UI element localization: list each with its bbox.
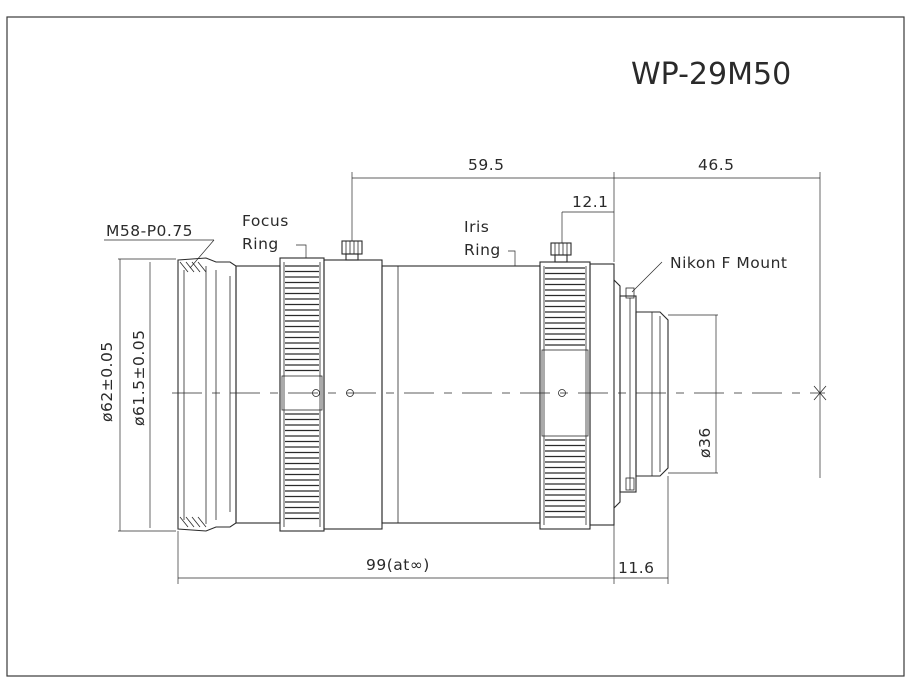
dim-d-mount: ø36 — [696, 427, 714, 458]
front-thread-section — [177, 257, 237, 532]
mount-flange — [619, 295, 637, 493]
lens-body — [177, 240, 669, 532]
dim-d-outer: ø62±0.05 — [98, 341, 116, 422]
dim-len-front: 59.5 — [468, 156, 505, 174]
label-thread: M58-P0.75 — [106, 222, 193, 240]
label-iris-ring-1: Iris — [464, 218, 489, 236]
dim-len-back: 46.5 — [698, 156, 735, 174]
mount-bayonet — [635, 311, 669, 477]
knurl-texture — [285, 265, 585, 520]
drawing-frame — [6, 16, 905, 677]
focus-ring-mark — [312, 389, 320, 397]
label-mount: Nikon F Mount — [670, 254, 787, 272]
dim-d-inner: ø61.5±0.05 — [130, 330, 148, 427]
iris-lock-screw — [550, 242, 572, 256]
label-focus-ring-2: Ring — [242, 235, 279, 253]
focus-lock-hole — [346, 389, 354, 397]
dim-len-total: 99(at∞) — [366, 556, 430, 574]
focus-lock-screw — [341, 240, 363, 255]
dim-len-screw: 12.1 — [572, 193, 609, 211]
iris-ring-mark — [558, 389, 566, 397]
label-iris-ring-2: Ring — [464, 241, 501, 259]
main-barrel — [381, 265, 541, 524]
dim-len-mount: 11.6 — [618, 559, 655, 577]
label-focus-ring-1: Focus — [242, 212, 289, 230]
model-title: WP-29M50 — [631, 57, 791, 92]
